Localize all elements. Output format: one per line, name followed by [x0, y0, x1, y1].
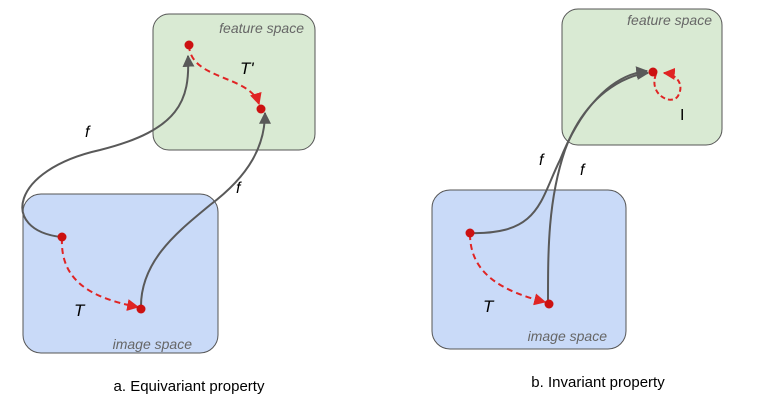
image-space-label-b: image space — [528, 328, 608, 344]
transform-label-a-image: T — [74, 301, 86, 320]
caption-a: a. Equivariant property — [114, 378, 265, 395]
panel-equivariant: feature space image space f f T T' a. Eq… — [21, 13, 316, 395]
image-space-box-a — [22, 193, 219, 354]
transform-arrow-feature-a — [188, 44, 262, 106]
caption-b: b. Invariant property — [531, 374, 665, 391]
f-label-b-2: f — [580, 162, 586, 179]
mapping-arrow-a-1 — [21, 54, 195, 238]
point-image-b-2 — [544, 299, 554, 309]
point-image-a-1 — [57, 232, 67, 242]
transform-label-b-image: T — [483, 297, 495, 316]
point-feature-a-2 — [256, 104, 266, 114]
image-space-box-b — [431, 189, 627, 350]
point-image-a-2 — [136, 304, 146, 314]
mapping-arrow-b-2 — [547, 67, 650, 303]
image-space-label-a: image space — [113, 336, 193, 352]
f-label-a-2: f — [236, 180, 242, 197]
identity-label-b: I — [680, 107, 684, 124]
identity-arrow-feature-b — [653, 67, 682, 101]
panel-invariant: feature space image space f f T I b. Inv… — [431, 8, 723, 391]
transform-label-a-feature: T' — [240, 59, 254, 78]
point-image-b-1 — [465, 228, 475, 238]
f-label-b-1: f — [539, 152, 545, 169]
feature-space-label-b: feature space — [627, 12, 712, 28]
mapping-arrow-a-2 — [139, 111, 271, 309]
feature-space-label-a: feature space — [219, 20, 304, 36]
f-label-a-1: f — [85, 124, 91, 141]
transform-arrow-image-b — [469, 233, 547, 306]
feature-space-box-b — [561, 8, 723, 146]
transform-arrow-image-a — [60, 237, 140, 311]
mapping-arrow-b-1 — [469, 66, 649, 235]
point-feature-b — [648, 67, 658, 77]
point-feature-a-1 — [184, 40, 194, 50]
